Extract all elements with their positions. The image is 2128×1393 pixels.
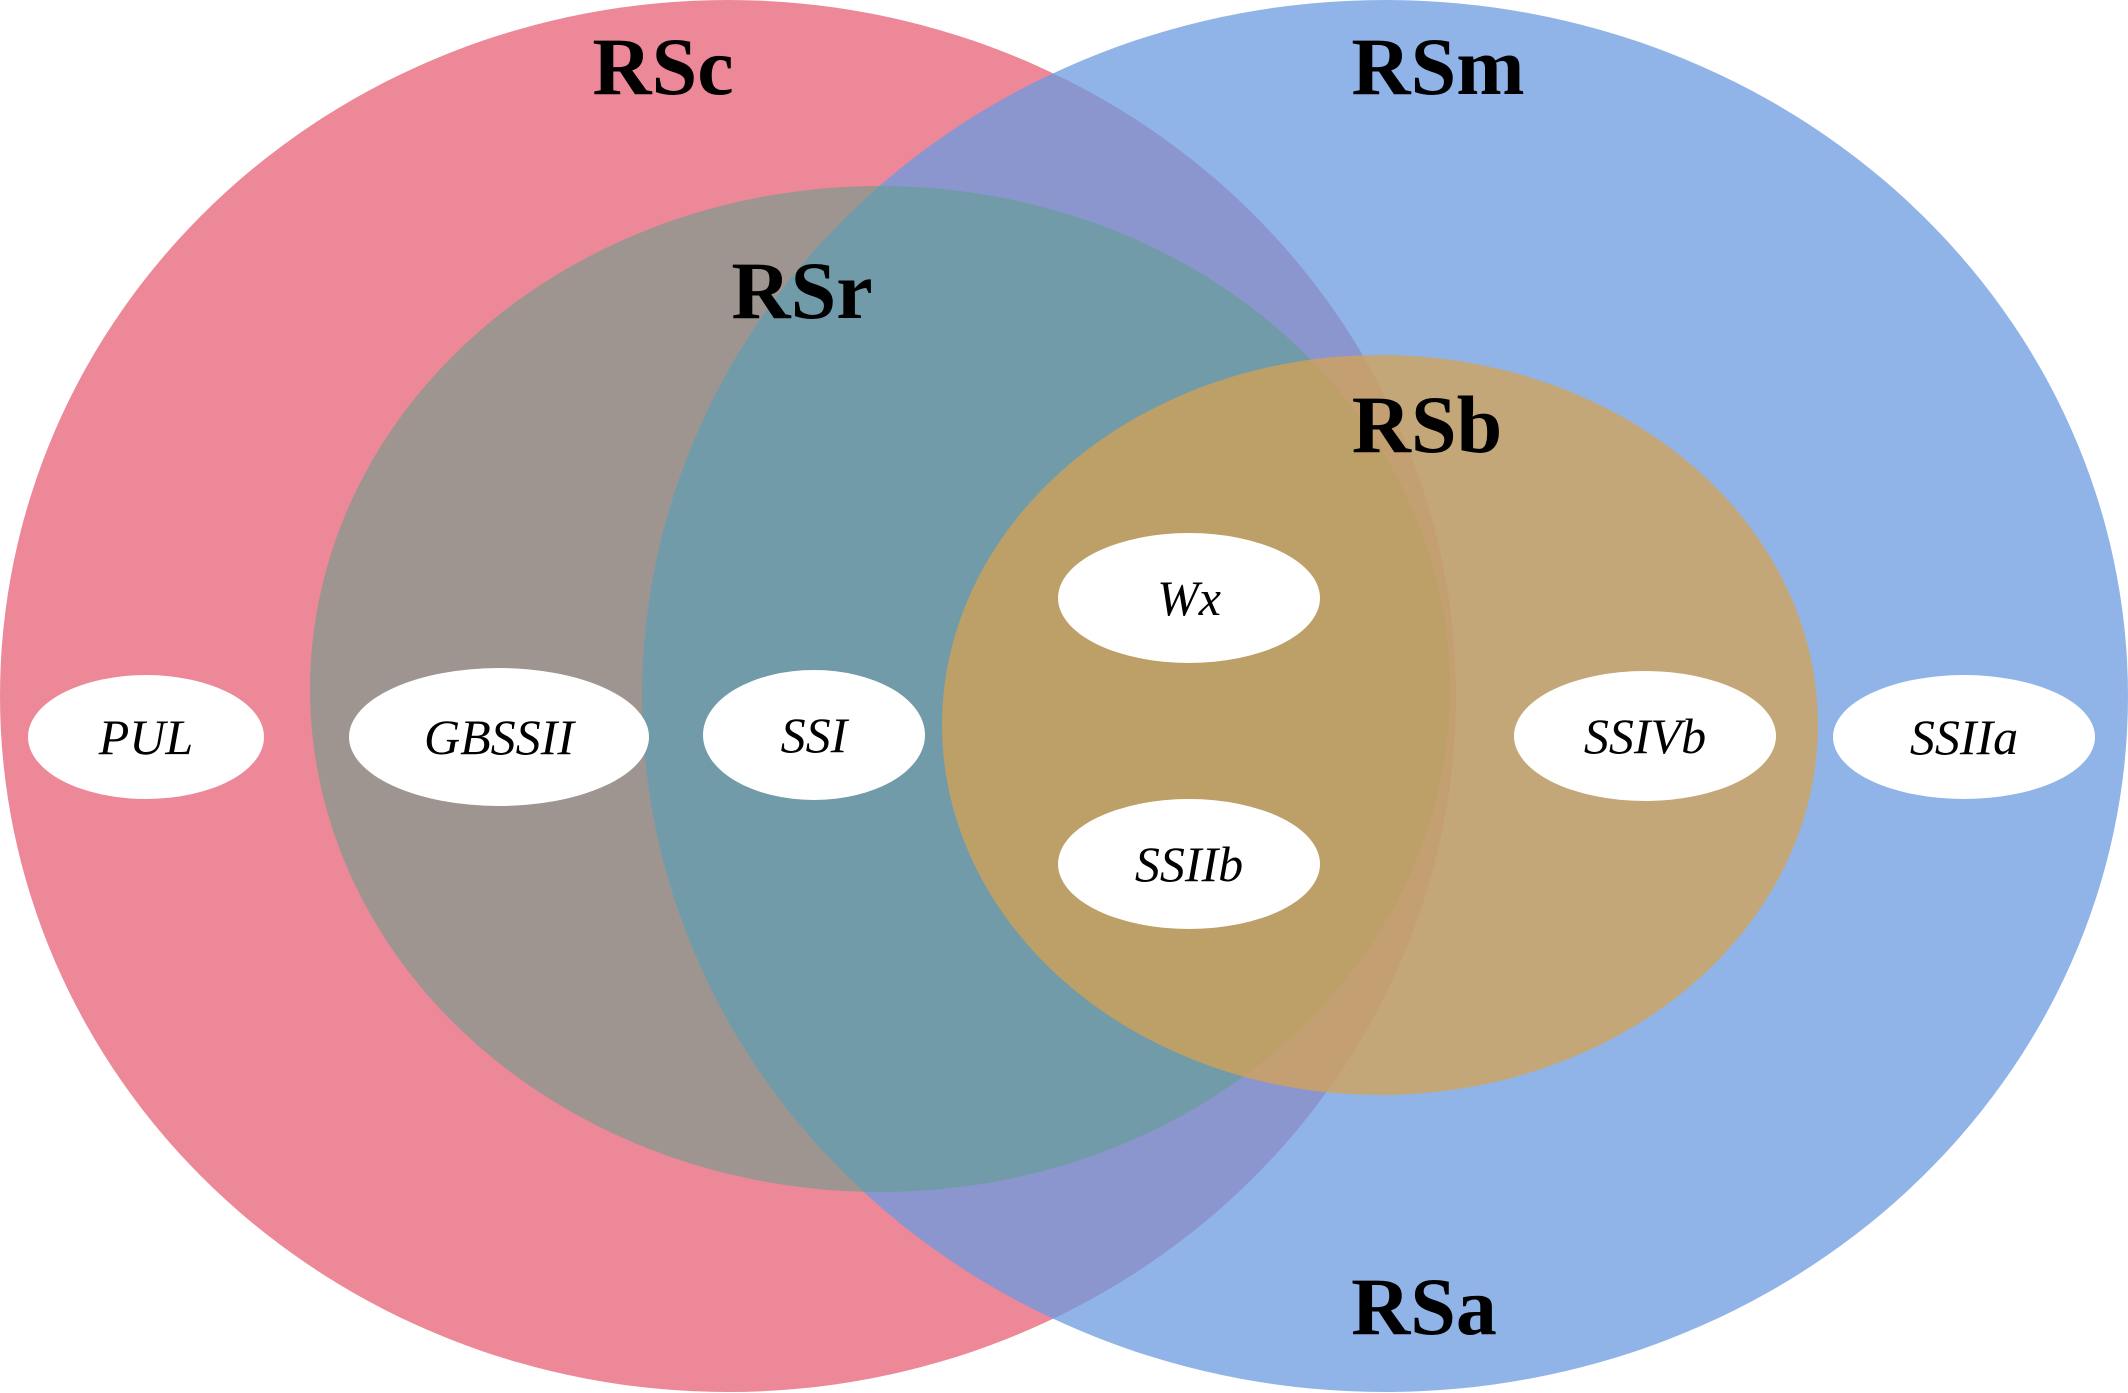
gene-node-gbssii: GBSSII xyxy=(349,668,649,806)
gene-node-ssivb: SSIVb xyxy=(1514,671,1776,801)
gene-node-pul: PUL xyxy=(28,675,264,799)
gene-node-ssi: SSI xyxy=(703,670,925,800)
gene-node-wx: Wx xyxy=(1058,533,1320,663)
gene-label-ssivb: SSIVb xyxy=(1584,708,1706,764)
gene-node-ssiib: SSIIb xyxy=(1058,799,1320,929)
set-label-rsa: RSa xyxy=(1351,1261,1497,1352)
set-label-rsb: RSb xyxy=(1352,379,1502,470)
gene-label-ssi: SSI xyxy=(781,707,850,763)
set-label-rsc: RSc xyxy=(592,21,733,112)
gene-label-wx: Wx xyxy=(1157,570,1221,626)
set-label-rsr: RSr xyxy=(731,245,872,336)
gene-label-ssiib: SSIIb xyxy=(1135,836,1243,892)
gene-node-ssiia: SSIIa xyxy=(1833,675,2095,799)
set-label-rsm: RSm xyxy=(1351,21,1524,112)
gene-label-pul: PUL xyxy=(98,709,193,765)
gene-label-gbssii: GBSSII xyxy=(424,709,576,765)
gene-label-ssiia: SSIIa xyxy=(1910,709,2018,765)
